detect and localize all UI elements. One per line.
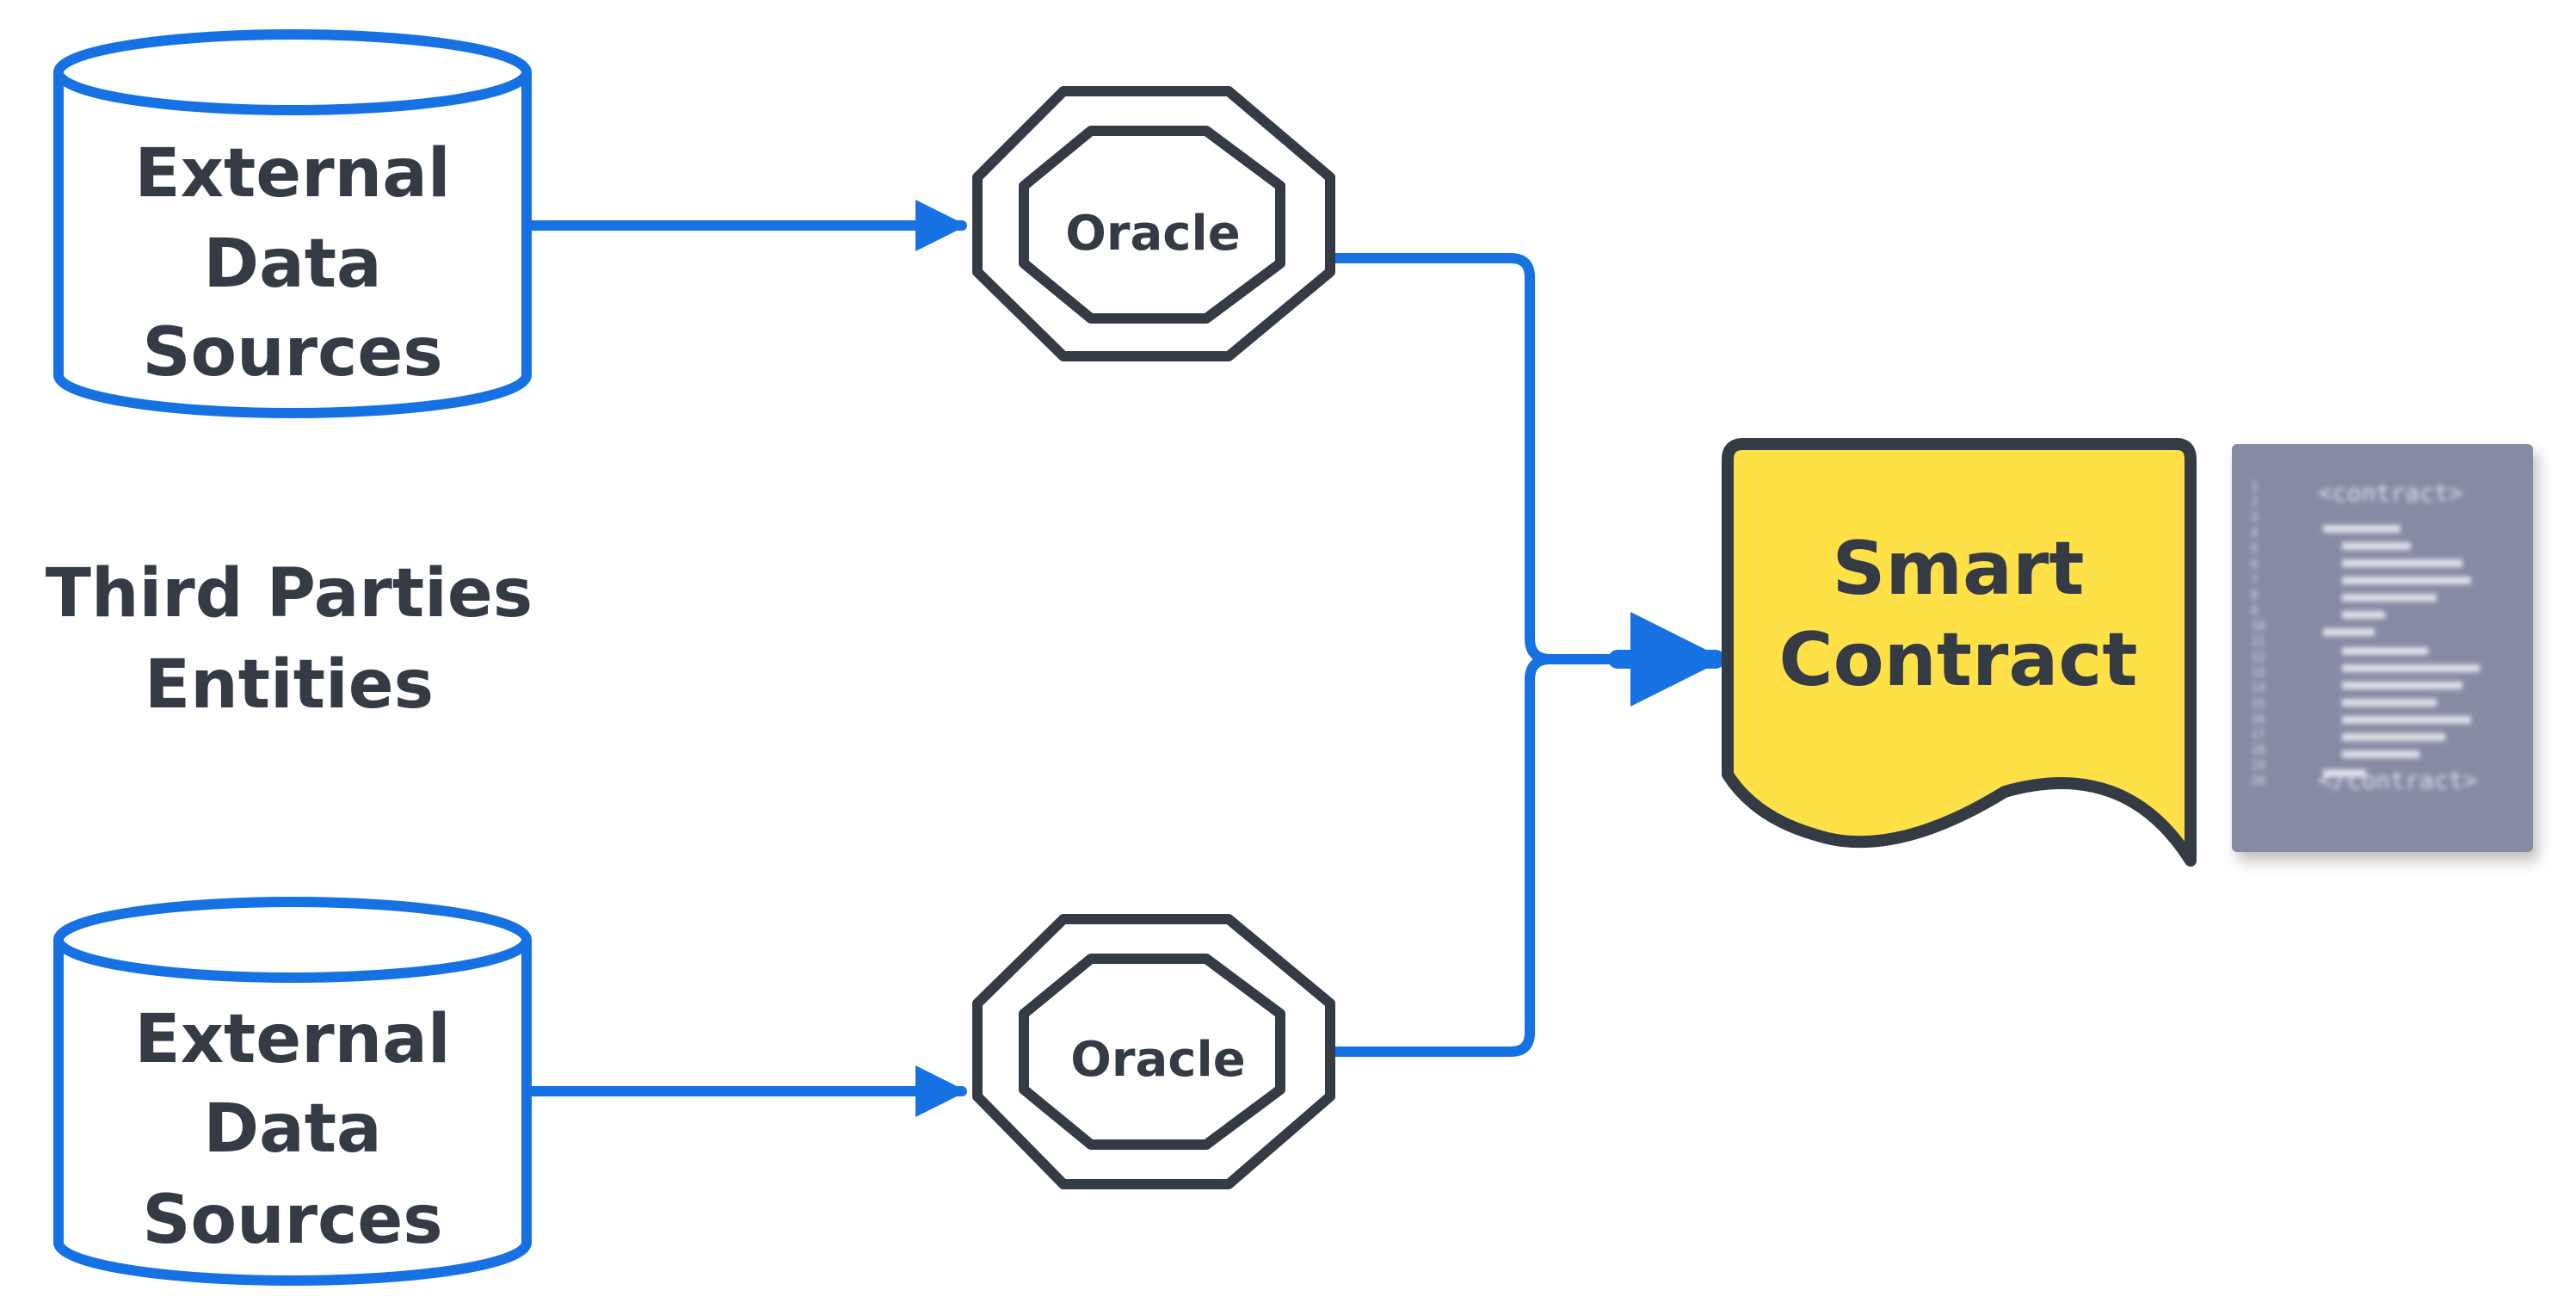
code-line-number: 8 [2251, 589, 2258, 602]
code-open-tag: <contract> [2318, 478, 2463, 507]
source-label-line3: Sources [142, 1182, 442, 1259]
third-parties-line2: Entities [145, 646, 434, 724]
connectors [521, 200, 1725, 1117]
oracle-node-bottom: Oracle [972, 914, 1335, 1189]
contract-label-line1: Smart [1832, 526, 2084, 612]
source-label-line1: External [134, 1001, 450, 1078]
code-line-number: 6 [2251, 558, 2258, 571]
source-label-line3: Sources [142, 314, 442, 392]
code-line-number: 2 [2251, 496, 2258, 509]
code-line-number: 1 [2251, 480, 2258, 494]
code-line-number: 18 [2251, 744, 2265, 757]
oracle-label: Oracle [1065, 206, 1240, 262]
source-label-line2: Data [203, 225, 381, 303]
code-line-number: 11 [2251, 635, 2265, 649]
code-line-number: 14 [2251, 682, 2265, 695]
code-line-number: 19 [2251, 759, 2265, 773]
code-line-number: 20 [2251, 775, 2265, 788]
code-line-number: 17 [2251, 728, 2265, 742]
third-parties-label: Third Parties Entities [46, 555, 533, 724]
oracle-top-connector [1325, 253, 1623, 664]
smart-contract-node: Smart Contract [1722, 438, 2197, 867]
code-line-number: 12 [2251, 651, 2265, 664]
source-label-line2: Data [203, 1090, 381, 1168]
document-icon [1722, 438, 2197, 867]
code-line-number: 4 [2251, 527, 2258, 540]
third-parties-line1: Third Parties [46, 555, 533, 633]
contract-label-line2: Contract [1778, 617, 2137, 703]
octagon-oracle-icon [972, 914, 1335, 1189]
code-line-number: 13 [2251, 666, 2265, 680]
external-data-source-bottom: External Data Sources [53, 897, 532, 1286]
code-line-number: 5 [2251, 542, 2258, 556]
database-icon [53, 897, 532, 1286]
code-line-number: 15 [2251, 697, 2265, 711]
oracle-node-top: Oracle [972, 86, 1335, 361]
source-label-line1: External [134, 135, 450, 213]
code-line-number: 10 [2251, 620, 2265, 633]
oracle-label: Oracle [1070, 1032, 1245, 1088]
code-line-number: 3 [2251, 511, 2258, 525]
code-line-number: 9 [2251, 604, 2258, 618]
oracle-bottom-connector [1325, 654, 1623, 1057]
code-lines [2323, 525, 2480, 777]
octagon-oracle-icon [972, 86, 1335, 361]
code-line-number: 7 [2251, 573, 2258, 587]
database-icon [53, 29, 532, 418]
code-line-number: 16 [2251, 713, 2265, 726]
external-data-source-top: External Data Sources [53, 29, 532, 418]
code-close-tag: </contract> [2318, 766, 2477, 794]
